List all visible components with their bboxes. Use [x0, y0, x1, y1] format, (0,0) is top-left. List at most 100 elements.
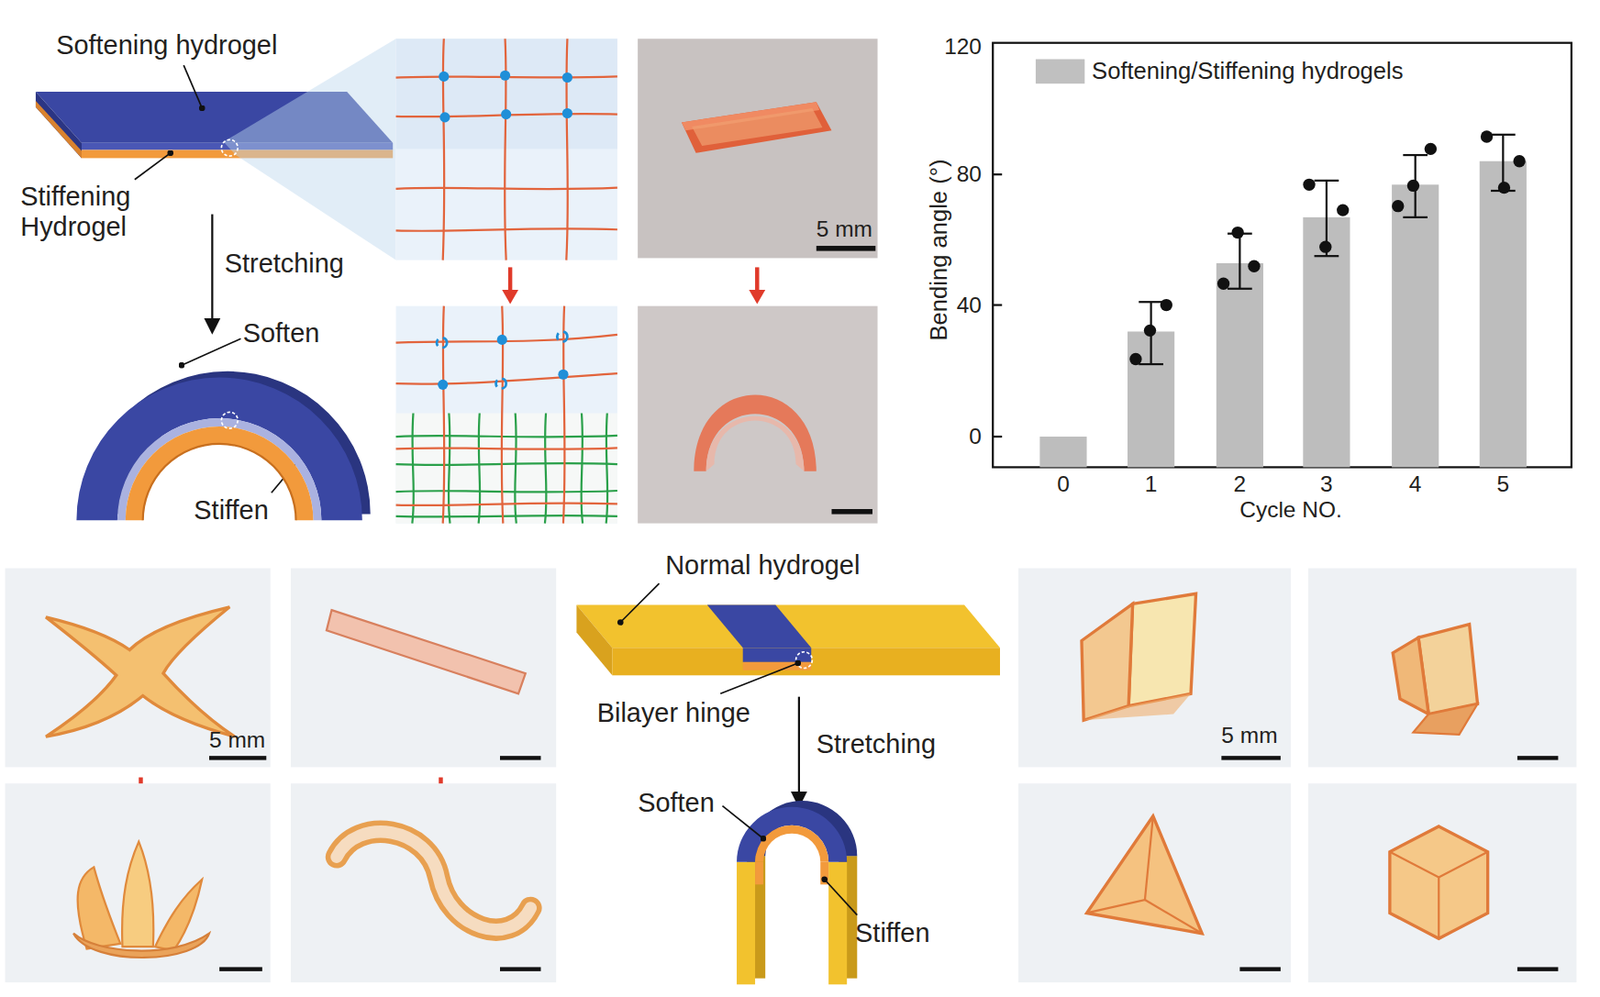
bar-chart — [1129, 353, 1142, 366]
network-before — [396, 38, 618, 260]
network-after — [437, 379, 448, 390]
network-after — [396, 502, 618, 506]
photo — [500, 966, 541, 971]
network-after — [396, 515, 618, 517]
photo — [336, 832, 531, 931]
bar-chart — [1391, 200, 1404, 212]
photo — [1308, 568, 1578, 768]
network-before — [566, 38, 568, 260]
network-after — [396, 463, 618, 466]
photo — [290, 783, 556, 983]
bar-chart — [1039, 161, 1527, 468]
network-after — [396, 490, 618, 493]
bar-chart — [1039, 436, 1087, 467]
network-after — [396, 306, 618, 524]
axis-tick: 0 — [968, 423, 982, 450]
hinge-slab — [611, 647, 1000, 676]
network-after — [606, 412, 609, 523]
photo — [290, 568, 556, 768]
bar-chart — [1302, 178, 1315, 191]
network-after — [437, 334, 568, 390]
hinge-slab — [798, 697, 800, 795]
photo — [1517, 755, 1558, 760]
material-label: Stiffening Hydrogel — [20, 181, 164, 243]
bar-chart — [992, 43, 1572, 468]
photo — [637, 38, 878, 258]
bar-chart — [1138, 363, 1164, 366]
network-after — [396, 435, 618, 438]
axis-tick: 2 — [1233, 471, 1247, 498]
network-before — [438, 70, 573, 123]
photo — [77, 866, 122, 949]
network-after — [396, 447, 618, 450]
photo — [1392, 637, 1429, 714]
photo — [681, 101, 833, 154]
folded-hinge — [828, 862, 847, 985]
photo — [1087, 816, 1203, 934]
bar-chart — [1144, 324, 1156, 337]
network-after — [478, 412, 481, 523]
photo — [45, 607, 235, 737]
hinge-slab — [743, 662, 812, 671]
photo — [1087, 816, 1154, 914]
bar-chart — [1231, 226, 1244, 239]
network-after — [514, 412, 517, 523]
photo — [1083, 693, 1191, 721]
bar-chart — [1407, 179, 1420, 192]
leader-line — [620, 583, 659, 623]
axis-tick: 3 — [1320, 471, 1334, 498]
photo — [637, 38, 878, 523]
bilayer-slab — [223, 38, 397, 260]
photo — [1144, 900, 1202, 934]
axis-tick: 5 — [1497, 471, 1511, 498]
process-label: Stretching — [224, 248, 345, 279]
axis-tick: 80 — [956, 161, 982, 188]
process-arrow — [203, 318, 221, 335]
hinge-slab — [576, 605, 612, 677]
red-arrow — [508, 266, 512, 292]
bar-chart — [1216, 263, 1264, 467]
photo — [1412, 703, 1478, 734]
axis-title: Cycle NO. — [1239, 497, 1343, 523]
bar-chart — [1402, 154, 1428, 156]
axis-tick: 0 — [1056, 471, 1070, 498]
hinge-slab — [743, 647, 812, 663]
photo — [1221, 755, 1281, 760]
bar-chart — [1391, 184, 1439, 467]
photo — [219, 966, 263, 971]
bar-chart — [992, 43, 1572, 468]
legend-swatch — [1035, 59, 1085, 85]
axis-tick: 1 — [1144, 471, 1158, 498]
folded-hinge — [755, 825, 829, 863]
photo — [209, 755, 267, 760]
network-before — [562, 72, 573, 83]
photo — [693, 394, 816, 471]
bar-chart — [1138, 300, 1164, 303]
axis-tick: 4 — [1409, 471, 1423, 498]
leader-line — [722, 806, 763, 840]
leader-line — [181, 338, 242, 366]
photo — [1239, 966, 1280, 971]
network-before — [396, 38, 618, 260]
folded-hinge — [820, 862, 829, 885]
photo — [5, 783, 271, 983]
process-label: Stretching — [816, 729, 936, 760]
photo — [500, 755, 541, 760]
bent-bilayer — [221, 411, 238, 429]
state-label: Stiffen — [855, 918, 930, 949]
process-arrow — [203, 214, 221, 335]
red-arrow — [501, 289, 519, 305]
folded-hinge — [736, 862, 756, 985]
folded-hinge — [736, 807, 847, 863]
red-arrow — [748, 289, 766, 305]
network-after — [556, 331, 567, 342]
bar-chart — [1490, 133, 1516, 136]
network-after — [396, 306, 618, 524]
material-label: Softening hydrogel — [55, 30, 278, 61]
bar-chart — [1336, 203, 1349, 216]
material-label: Normal hydrogel — [665, 551, 860, 582]
network-before — [562, 108, 573, 119]
network-after — [396, 306, 618, 524]
photo — [637, 306, 878, 524]
axis-tick: 40 — [956, 291, 982, 318]
